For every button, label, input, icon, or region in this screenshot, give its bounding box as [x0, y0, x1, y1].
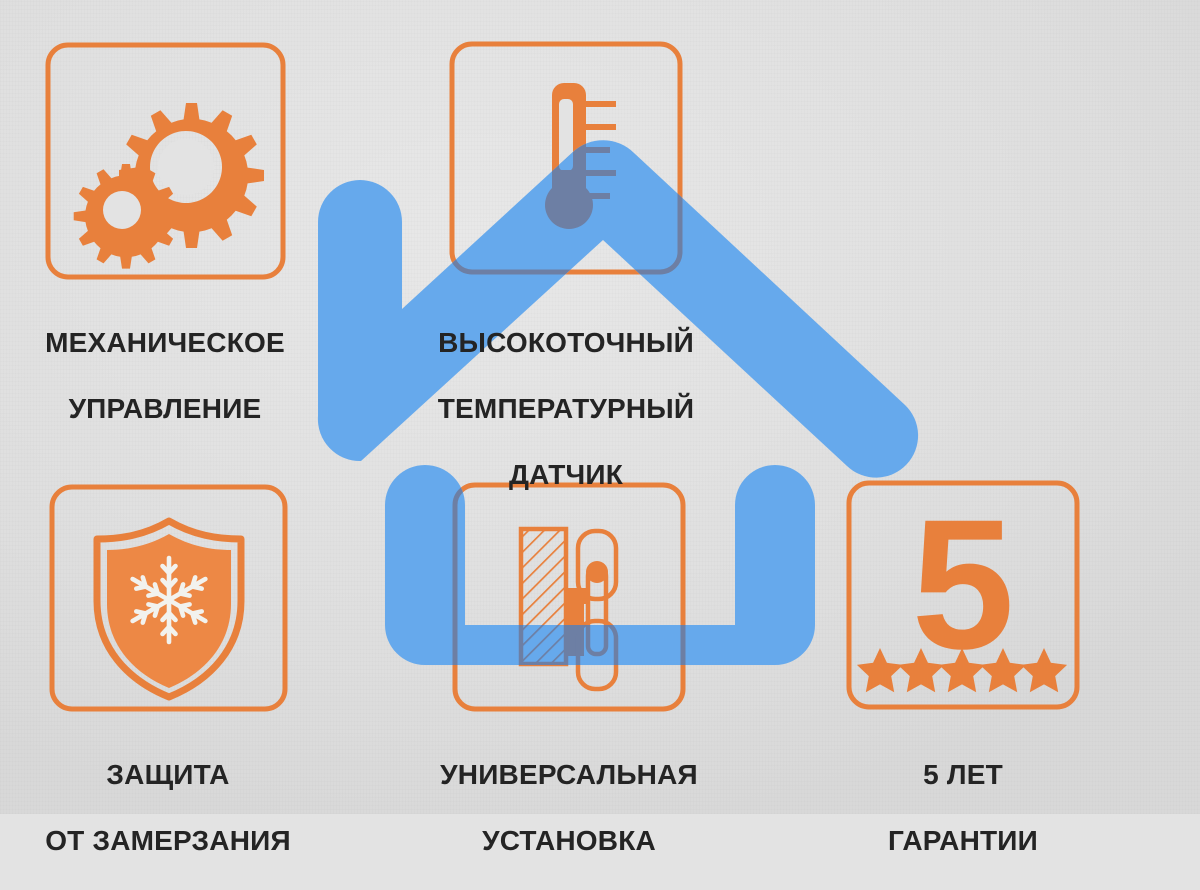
- panel-box-mechanical-control: [45, 42, 286, 280]
- label-temperature-sensor: ВЫСОКОТОЧНЫЙ ТЕМПЕРАТУРНЫЙ ДАТЧИК: [416, 293, 716, 524]
- blue-roof-chevron: [317, 140, 919, 478]
- icon-art-layer: 5: [45, 41, 1080, 712]
- snowflake-glyph: [130, 555, 208, 645]
- label-line: ЗАЩИТА: [106, 759, 230, 790]
- label-line: ВЫСОКОТОЧНЫЙ: [438, 327, 694, 358]
- panel-box-freeze-protection: [49, 484, 288, 712]
- label-line: ГАРАНТИИ: [888, 825, 1038, 856]
- label-line: ТЕМПЕРАТУРНЫЙ: [437, 393, 695, 424]
- poster-canvas: 5: [0, 0, 1200, 856]
- blue-base-u-shape: [385, 465, 815, 665]
- label-mechanical-control: МЕХАНИЧЕСКОЕ УПРАВЛЕНИЕ: [15, 293, 315, 458]
- label-line: УНИВЕРСАЛЬНАЯ: [440, 759, 698, 790]
- label-warranty: 5 ЛЕТ ГАРАНТИИ: [813, 725, 1113, 890]
- star-row: [856, 648, 1068, 693]
- label-line: ДАТЧИК: [509, 459, 623, 490]
- label-line: МЕХАНИЧЕСКОЕ: [45, 327, 285, 358]
- label-line: ОТ ЗАМЕРЗАНИЯ: [45, 825, 291, 856]
- label-line: 5 ЛЕТ: [923, 759, 1003, 790]
- label-universal-installation: УНИВЕРСАЛЬНАЯ УСТАНОВКА: [419, 725, 719, 890]
- warranty-stars-icon: 5: [856, 482, 1068, 693]
- shield-snowflake-icon: [93, 517, 245, 701]
- label-freeze-protection: ЗАЩИТА ОТ ЗАМЕРЗАНИЯ: [18, 725, 318, 890]
- panel-box-warranty: [846, 480, 1080, 710]
- label-line: УПРАВЛЕНИЕ: [68, 393, 262, 424]
- label-line: УСТАНОВКА: [482, 825, 656, 856]
- gears-icon: [73, 103, 265, 269]
